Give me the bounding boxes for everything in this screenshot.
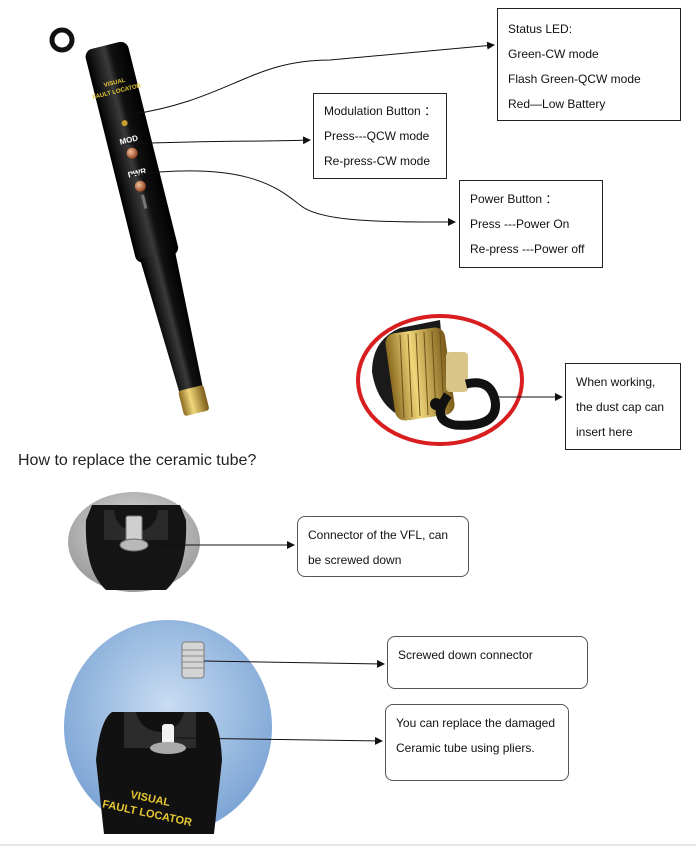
status-led-callout: Status LED: Green-CW mode Flash Green-QC… [497,8,681,121]
replace-tube-callout: You can replace the damaged Ceramic tube… [385,704,569,781]
dust-cap-photo [356,314,524,446]
power-button-callout: Power Button ： Press ---Power On Re-pres… [459,180,603,268]
mod-callout-line [124,136,311,145]
status-led-line-3: Red—Low Battery [508,97,606,111]
replace-tube-line-2: Ceramic tube using pliers. [396,741,535,755]
power-button-line-1: Press ---Power On [470,217,570,231]
led-callout-line [127,41,495,116]
status-led-title: Status LED: [508,22,573,36]
status-led-line-1: Green-CW mode [508,47,599,61]
pen-pwr-label: PWR [127,166,148,179]
connector-vfl-line-2: be screwed down [308,553,402,567]
modulation-button-callout: Modulation Button ： Press---QCW mode Re-… [313,93,447,179]
connector-vfl-callout: Connector of the VFL, can be screwed dow… [297,516,469,577]
connector-vfl-line-1: Connector of the VFL, can [308,528,449,542]
connector-head-photo [68,492,200,592]
power-button-line-2: Re-press ---Power off [470,242,585,256]
pen-brand-line1: VISUAL [103,78,126,89]
dust-cap-callout: When working, the dust cap can insert he… [565,363,681,450]
modulation-button-line-1: Press---QCW mode [324,129,430,143]
screwed-callout-line [203,659,385,668]
section-heading: How to replace the ceramic tube? [18,452,257,469]
ceramic-tube-photo [64,620,272,834]
pwr-callout-line [129,170,456,226]
vfl-pen-illustration [49,27,209,416]
ceramic-callout-line [175,736,383,745]
dust-cap-line-1: When working, [576,375,656,389]
modulation-button-title: Modulation Button ： [324,104,437,118]
screwed-connector-callout: Screwed down connector [387,636,588,689]
modulation-button-line-2: Re-press-CW mode [324,154,431,168]
dust-cap-line-3: insert here [576,425,633,439]
replace-tube-line-1: You can replace the damaged [396,716,556,730]
power-button-title: Power Button ： [470,192,558,206]
dust-cap-line-2: the dust cap can [576,400,665,414]
screwed-connector-text: Screwed down connector [398,648,533,662]
status-led-line-2: Flash Green-QCW mode [508,72,641,86]
